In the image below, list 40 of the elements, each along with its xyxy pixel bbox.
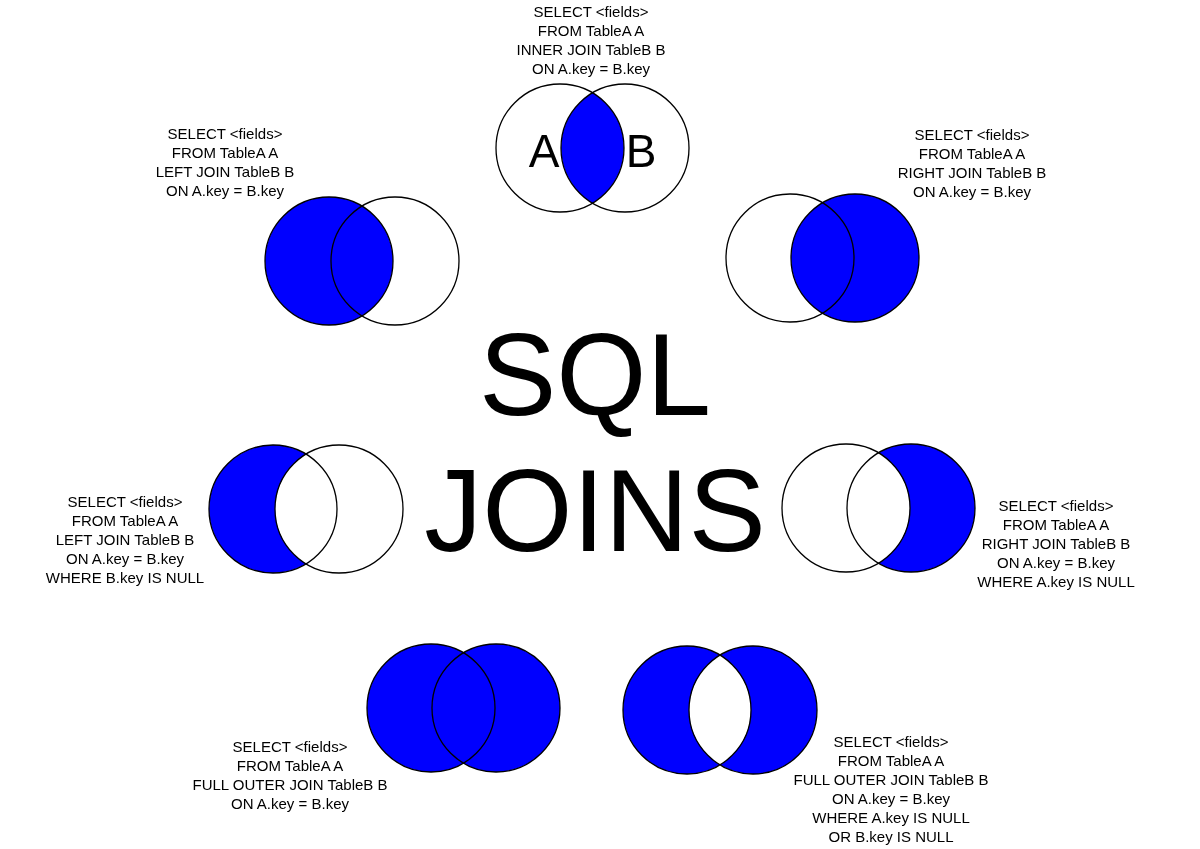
query-text: WHERE B.key IS NULL (45, 567, 205, 587)
query-text: FROM TableA A (918, 143, 1026, 163)
query-text: ON A.key = B.key (832, 788, 950, 808)
venn-diagram (365, 642, 562, 774)
query-text: SELECT <fields> (167, 123, 283, 143)
query-text: SELECT <fields> (998, 495, 1114, 515)
title: SQL JOINS (423, 309, 767, 578)
query-text: ON A.key = B.key (231, 793, 349, 813)
query-text: OR B.key IS NULL (828, 827, 954, 846)
query-text: FROM TableA A (837, 750, 945, 770)
query-text: SELECT <fields> (914, 124, 1030, 144)
venn-diagram (207, 443, 405, 575)
query-text: ON A.key = B.key (166, 180, 284, 200)
venn-diagram (780, 442, 977, 574)
venn-diagram (494, 82, 691, 214)
query-text: FROM TableA A (236, 755, 344, 775)
query-text: ON A.key = B.key (532, 58, 650, 78)
query-text: FROM TableA A (171, 142, 279, 162)
query-text: ON A.key = B.key (913, 181, 1031, 201)
query-text: INNER JOIN TableB B (516, 39, 666, 59)
query-text: FROM TableA A (537, 20, 645, 40)
query-text: RIGHT JOIN TableB B (897, 162, 1047, 182)
query-text: FULL OUTER JOIN TableB B (793, 769, 989, 789)
query-text: ON A.key = B.key (66, 548, 184, 568)
query-text: SELECT <fields> (232, 736, 348, 756)
query-text: SELECT <fields> (833, 731, 949, 751)
query-text: SELECT <fields> (67, 491, 183, 511)
set-label: A (528, 124, 560, 177)
query-text: ON A.key = B.key (997, 552, 1115, 572)
set-label: B (625, 124, 657, 177)
query-text: FROM TableA A (1002, 514, 1110, 534)
query-text: WHERE A.key IS NULL (977, 571, 1135, 591)
query-text: SELECT <fields> (533, 1, 649, 21)
query-text: LEFT JOIN TableB B (55, 529, 195, 549)
query-text: LEFT JOIN TableB B (155, 161, 295, 181)
query-text: RIGHT JOIN TableB B (981, 533, 1131, 553)
query-text: FULL OUTER JOIN TableB B (192, 774, 388, 794)
query-text: FROM TableA A (71, 510, 179, 530)
venn-diagram (621, 644, 819, 776)
query-text: WHERE A.key IS NULL (812, 807, 970, 827)
